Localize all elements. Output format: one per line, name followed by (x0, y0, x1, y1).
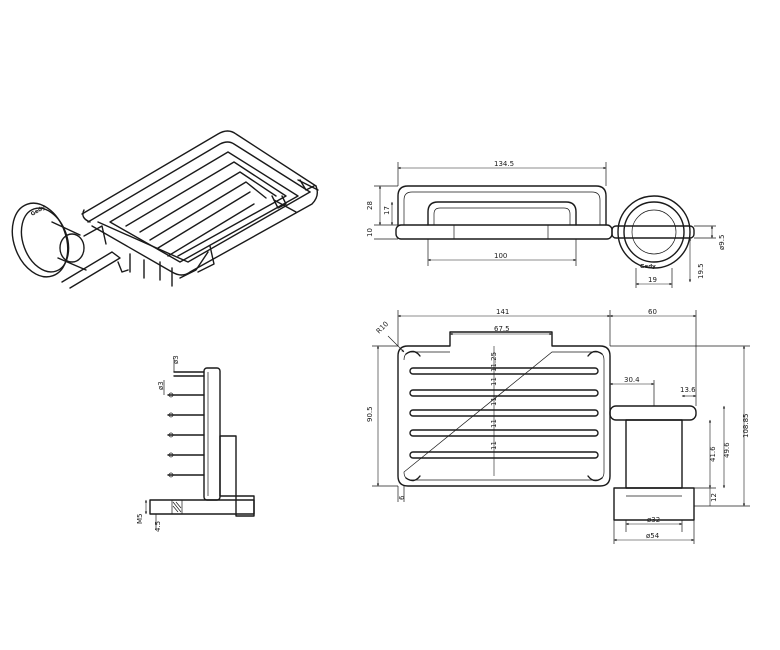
top-view: Gedy 134.5 28 17 10 100 ø9.5 19 19.5 (366, 160, 726, 288)
wall-flange: Gedy (11, 202, 87, 278)
dim-arm-dia: 13.6 (680, 386, 696, 394)
dim-width: 134.5 (494, 160, 514, 168)
dim-depth: 4.5 (154, 521, 162, 532)
dim-opening: 67.5 (494, 325, 510, 333)
side-base (149, 499, 255, 515)
dim-post-height: 49.6 (723, 442, 731, 458)
dim-arm-length: 30.4 (624, 376, 640, 384)
flange-outer (617, 195, 691, 269)
side-rods (167, 371, 205, 478)
brand-logo: Gedy (30, 204, 47, 217)
dim-height-left: 90.5 (366, 406, 374, 422)
dim-thread: M5 (136, 514, 144, 525)
dim-base-inner: ø32 (647, 516, 660, 524)
basket-top-outline (397, 185, 607, 226)
dim-total-height: 108.85 (742, 414, 750, 439)
dim-rod-dia: ø9.5 (718, 235, 726, 250)
dim-height-outer: 28 (366, 201, 374, 210)
dim-base-outer: ø54 (646, 532, 660, 540)
dim-inner-length: 100 (494, 252, 507, 260)
dim-bar-gap-2: 11 (490, 397, 498, 406)
base-rail (395, 224, 613, 240)
side-back-plate (203, 367, 221, 501)
dim-flange-width: 19 (648, 276, 657, 284)
basket-bars (409, 367, 599, 459)
dim-bottom: 6 (398, 495, 406, 500)
dim-base-height: 12 (710, 493, 718, 502)
flange-inner (623, 201, 685, 263)
dim-bar-gap-4: 11 (490, 441, 498, 450)
front-arm (609, 405, 697, 421)
front-view: 141 60 R10 67.5 11.25 11 11 11 11 90.5 6… (366, 308, 750, 544)
dim-height-inner: 17 (383, 206, 391, 215)
support-arm (61, 251, 121, 289)
dim-rod-top: ø3 (172, 355, 180, 364)
basket-frame (81, 130, 319, 287)
dim-front-depth: 60 (648, 308, 657, 316)
dim-bar-gap-top: 11.25 (490, 352, 498, 372)
dim-front-width: 141 (496, 308, 509, 316)
side-view: ø3 ø3 M5 4.5 (136, 355, 255, 532)
dim-bar-gap-3: 11 (490, 419, 498, 428)
dim-rod-left: ø3 (157, 381, 165, 390)
dim-base: 10 (366, 228, 374, 237)
dim-flange-offset: 19.5 (697, 263, 705, 279)
arm-top (611, 225, 695, 239)
front-flange (613, 487, 695, 521)
dim-radius: R10 (375, 320, 390, 335)
basket-front-outline (397, 331, 611, 487)
flange-logo: Gedy (640, 264, 656, 270)
front-post (625, 419, 683, 489)
isometric-view: Gedy (11, 130, 319, 289)
dim-bar-gap-1: 11 (490, 377, 498, 386)
dim-arm-height: 41.6 (709, 446, 717, 462)
